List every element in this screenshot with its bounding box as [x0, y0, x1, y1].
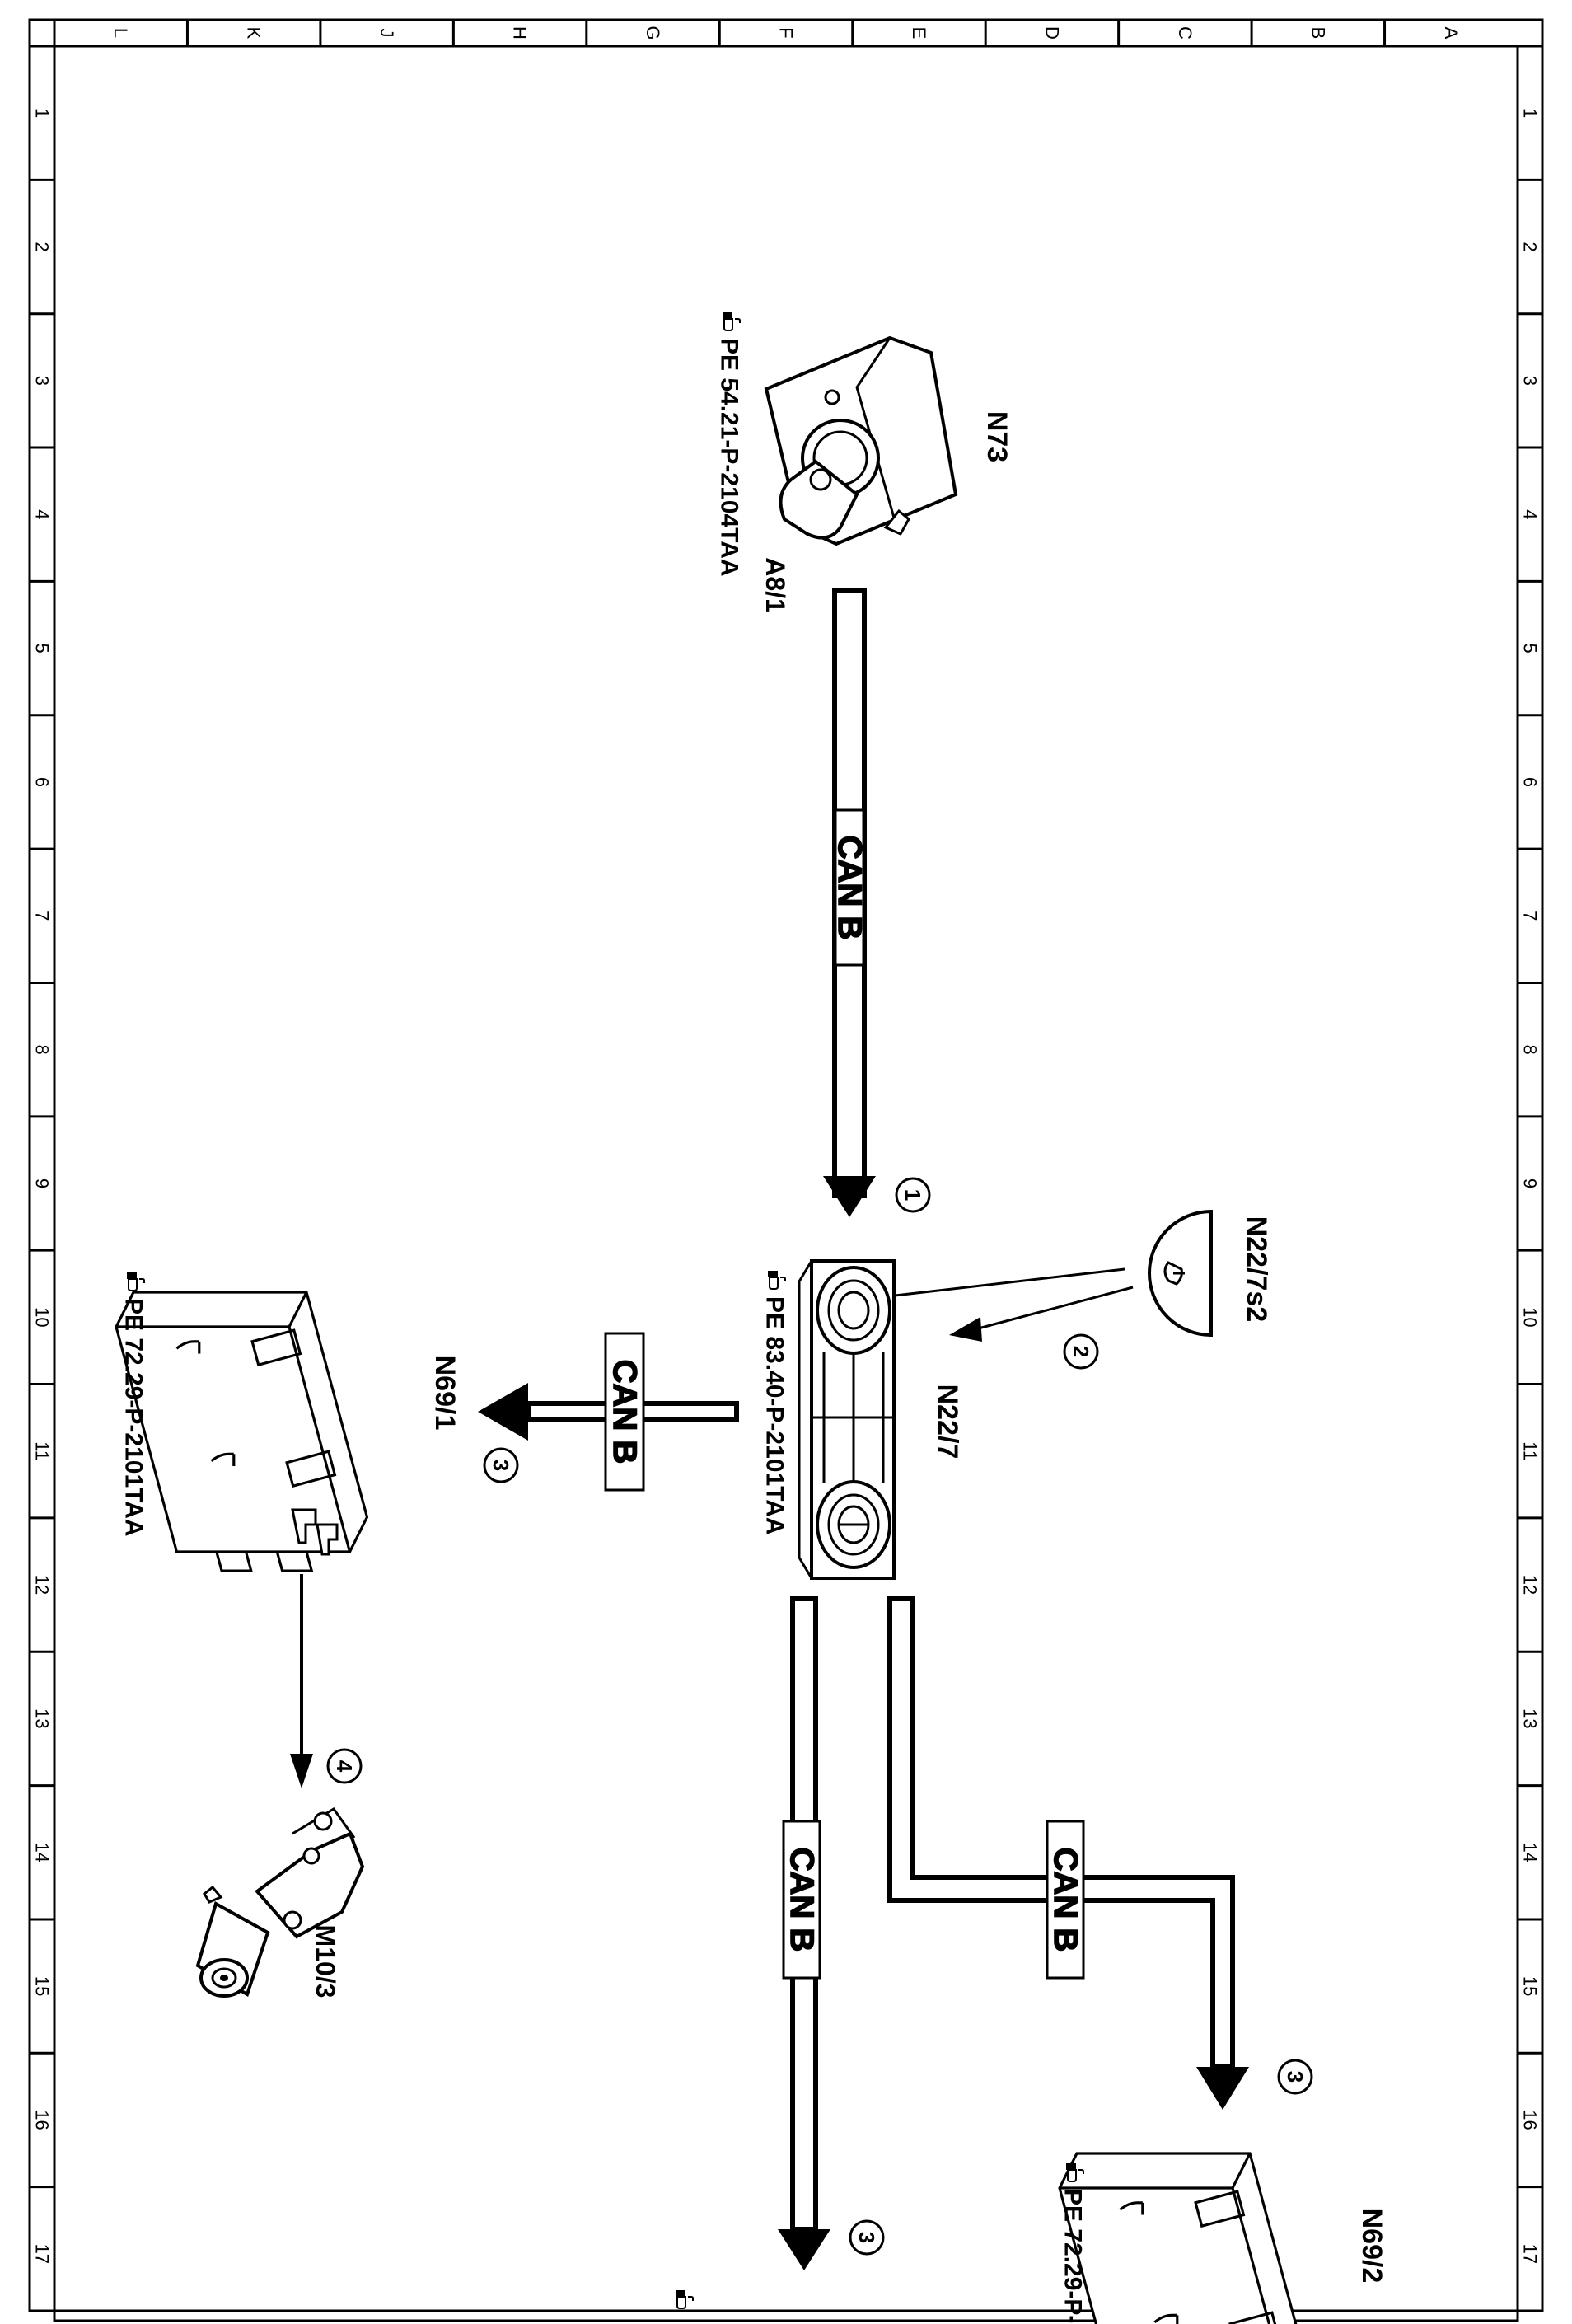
row-number: 12 — [32, 1575, 53, 1595]
row-number: 17 — [32, 2244, 53, 2264]
ref-icon — [675, 2289, 694, 2309]
row-number: 2 — [1520, 241, 1541, 251]
row-number: 5 — [1520, 643, 1541, 653]
column-letter: C — [1175, 26, 1195, 40]
m10-3-label: M10/3 — [311, 1925, 340, 1998]
wire-n22-to-n69-1 — [478, 1332, 739, 1492]
column-letter: J — [377, 29, 397, 38]
n22-7-label: N22/7 — [932, 1385, 963, 1460]
step-marker-3-n69-1: 3 — [483, 1447, 519, 1483]
can-b-label: CAN B — [784, 1848, 820, 1952]
column-letter: G — [643, 26, 663, 40]
row-number: 3 — [1520, 376, 1541, 386]
a8-1-label: A8/1 — [760, 557, 790, 613]
step-marker-3-down: 3 — [849, 2219, 885, 2256]
svg-text:1: 1 — [901, 1189, 925, 1201]
step-marker-1: 1 — [895, 1177, 931, 1213]
row-number: 10 — [32, 1307, 53, 1327]
row-number: 7 — [1520, 911, 1541, 921]
wire-n69-1-to-m10 — [290, 1574, 313, 1788]
can-b-label: CAN B — [606, 1360, 643, 1464]
row-number: 6 — [1520, 777, 1541, 787]
column-letter: H — [510, 26, 531, 40]
n69-2-doc-ref: PE 72.29-P-210 — [1060, 2189, 1087, 2324]
row-number: 16 — [1520, 2110, 1541, 2130]
n69-2-label: N69/2 — [1356, 2209, 1387, 2284]
row-number: 2 — [32, 241, 53, 251]
row-number: 8 — [32, 1045, 53, 1055]
row-number: 15 — [32, 1976, 53, 1996]
can-b-tag-n69-1: CAN B — [606, 1359, 643, 1464]
n22-7-doc-ref: PE 83.40-P-2101TAA — [761, 1296, 788, 1535]
wire-n22-down — [778, 1596, 830, 2270]
row-number: 4 — [32, 509, 53, 519]
n69-1-label: N69/1 — [429, 1356, 461, 1431]
can-b-label: CAN B — [831, 836, 868, 940]
ref-icon — [126, 1272, 145, 1291]
column-letter: A — [1441, 27, 1462, 40]
row-number: 3 — [32, 376, 53, 386]
row-number: 11 — [32, 1441, 53, 1460]
row-number: 13 — [32, 1708, 53, 1728]
column-letter: D — [1041, 26, 1062, 40]
drawing-frame — [28, 18, 1544, 2322]
row-number: 9 — [1520, 1178, 1541, 1188]
row-number: 14 — [1520, 1843, 1541, 1862]
row-number: 7 — [32, 911, 53, 921]
svg-text:3: 3 — [1283, 2071, 1308, 2083]
row-number: 11 — [1520, 1441, 1541, 1460]
n69-2-module — [1058, 2152, 1312, 2324]
row-number: 15 — [1520, 1976, 1541, 1996]
n22-7s2-label: N22/7s2 — [1241, 1216, 1272, 1323]
step-marker-4: 4 — [326, 1748, 363, 1784]
ref-icon — [767, 1270, 786, 1290]
row-number: 13 — [1520, 1708, 1541, 1728]
row-number: 12 — [1520, 1575, 1541, 1595]
row-number: 8 — [1520, 1045, 1541, 1055]
svg-text:3: 3 — [489, 1460, 513, 1471]
column-letter: E — [909, 27, 929, 40]
can-b-label: CAN B — [1047, 1848, 1083, 1952]
m10-3-motor — [195, 1807, 365, 1998]
row-number: 1 — [1520, 108, 1541, 118]
row-number: 5 — [32, 643, 53, 653]
row-number: 16 — [32, 2110, 53, 2130]
step-marker-2: 2 — [1063, 1333, 1099, 1370]
step-marker-3-n69-2: 3 — [1277, 2059, 1313, 2095]
can-b-tag-n69-2: CAN B — [1046, 1847, 1084, 1952]
can-b-tag-top: CAN B — [830, 835, 868, 940]
wire-n22-to-n69-2 — [887, 1596, 1249, 2110]
svg-text:4: 4 — [332, 1760, 357, 1773]
row-number: 17 — [1520, 2244, 1541, 2264]
row-number: 14 — [32, 1843, 53, 1862]
wire-a8-to-n22 — [823, 588, 876, 1217]
column-letter: F — [776, 27, 797, 38]
column-letter: K — [244, 27, 264, 40]
n22-7-control-unit — [798, 1259, 896, 1580]
column-letter: L — [110, 28, 131, 38]
can-b-tag-down: CAN B — [783, 1847, 821, 1952]
row-number: 9 — [32, 1178, 53, 1188]
row-number: 4 — [1520, 509, 1541, 519]
n22-7s2-button — [1148, 1209, 1213, 1338]
n73-doc-ref: PE 54.21-P-2104TAA — [716, 338, 743, 577]
n69-1-doc-ref: PE 72.29-P-2101TAA — [120, 1298, 147, 1537]
ref-icon — [722, 312, 741, 331]
row-number: 1 — [32, 108, 53, 118]
row-number: 6 — [32, 777, 53, 787]
svg-text:2: 2 — [1069, 1346, 1093, 1357]
svg-text:3: 3 — [854, 2232, 879, 2243]
n73-label: N73 — [981, 411, 1013, 462]
wire-n22-7s2-signal — [851, 1267, 1134, 1342]
n73-ignition-switch — [764, 335, 958, 546]
n69-1-connector — [291, 1508, 339, 1556]
row-number: 10 — [1520, 1307, 1541, 1327]
column-letter: B — [1308, 27, 1328, 40]
